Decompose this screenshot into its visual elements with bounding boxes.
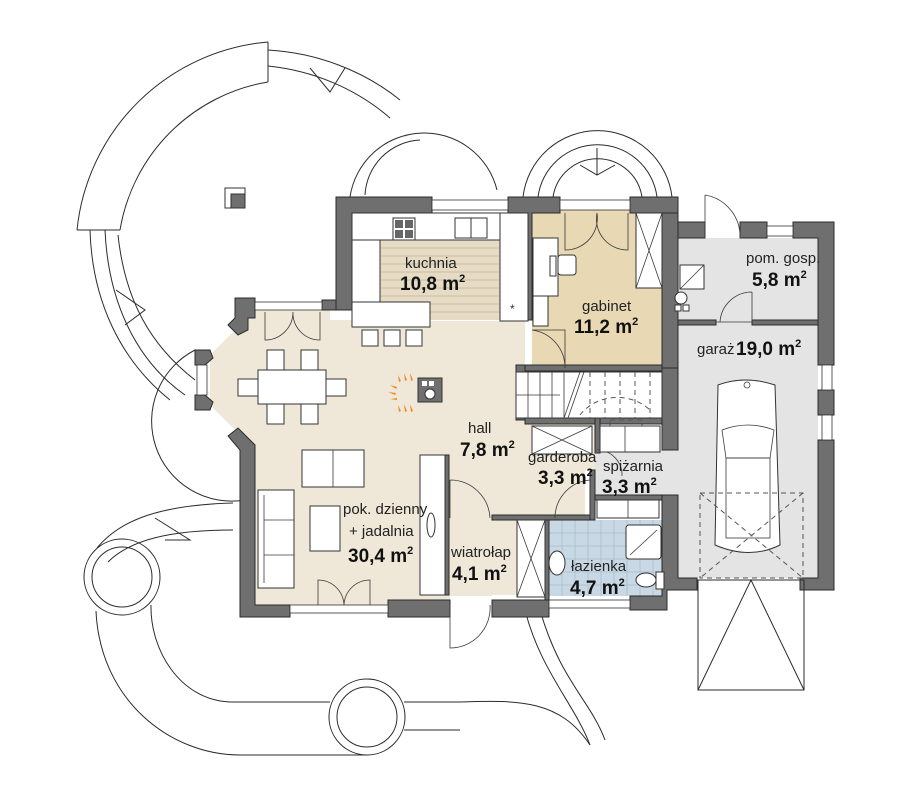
windows <box>196 199 833 614</box>
room-area-pok-dzienny: 30,4 m2 <box>348 545 413 567</box>
kitchen-furniture: * <box>351 212 529 347</box>
terrace-outline <box>76 41 673 756</box>
room-name-kuchnia: kuchnia <box>405 255 457 272</box>
staircase <box>515 371 663 446</box>
room-area-lazienka: 4,7 m2 <box>570 577 625 599</box>
utility-furniture <box>674 264 705 312</box>
bathroom-fixtures <box>548 524 665 590</box>
svg-text:*: * <box>510 302 515 316</box>
room-name-jadalnia: + jadalnia <box>349 523 414 540</box>
room-area-hall: 7,8 m2 <box>460 439 515 461</box>
room-labels: kuchnia 10,8 m2 gabinet 11,2 m2 pom. gos… <box>343 250 820 599</box>
garage-door-swing <box>699 492 804 579</box>
study-furniture <box>532 237 577 327</box>
doors <box>264 194 753 649</box>
room-name-hall: hall <box>468 420 491 437</box>
room-name-lazienka: łazienka <box>571 558 627 575</box>
room-name-pok-dzienny: pok. dzienny <box>343 501 428 518</box>
room-area-kuchnia: 10,8 m2 <box>400 273 465 295</box>
room-area-gabinet: 11,2 m2 <box>574 316 638 338</box>
room-name-garaz: garaż <box>697 341 735 358</box>
living-furniture <box>257 449 436 589</box>
room-area-pom-gosp: 5,8 m2 <box>752 269 807 291</box>
room-name-wiatrolap: wiatrołap <box>450 544 511 561</box>
fireplace <box>388 373 443 412</box>
room-name-spizarnia: spiżarnia <box>603 458 664 475</box>
room-area-spizarnia: 3,3 m2 <box>602 476 657 498</box>
room-name-gabinet: gabinet <box>582 298 632 315</box>
room-name-garderoba: garderoba <box>528 449 597 466</box>
room-area-garaz: 19,0 m2 <box>736 338 801 360</box>
room-area-wiatrolap: 4,1 m2 <box>452 563 507 585</box>
pillar <box>224 187 246 209</box>
room-area-garderoba: 3,3 m2 <box>538 467 593 489</box>
driveway <box>697 578 805 691</box>
room-name-pom-gosp: pom. gosp. <box>746 250 820 267</box>
car <box>714 379 781 553</box>
dining-set <box>237 349 347 425</box>
closets <box>419 212 663 598</box>
